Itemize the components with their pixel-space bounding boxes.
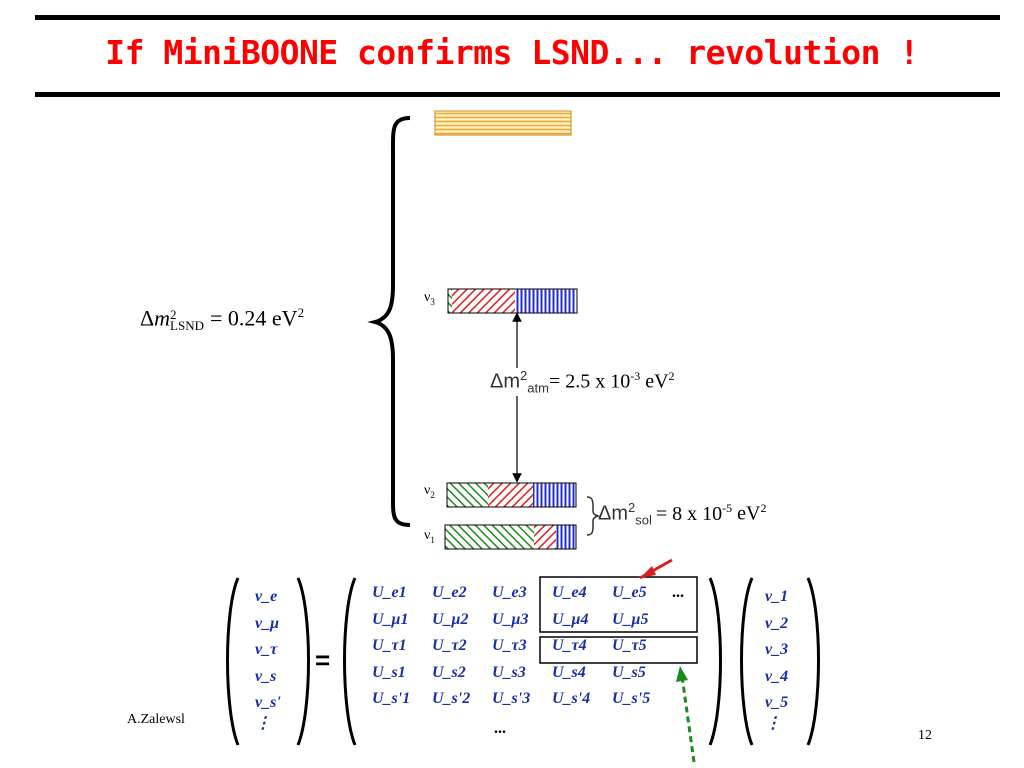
paren-matrix-right [708, 577, 722, 746]
flavor-nu-tau: ν_τ [255, 641, 278, 658]
matrix-cell: U_s5 [612, 663, 646, 681]
matrix-row: U_s'1 U_s'2 U_s'3 U_s'4 U_s'5 [372, 686, 702, 713]
matrix-cell [672, 633, 702, 660]
mass-vector: ν_1 ν_2 ν_3 ν_4 ν_5 ⋮ [765, 584, 788, 731]
matrix-cell: U_s1 [372, 663, 406, 681]
matrix-cell: U_s'4 [552, 690, 591, 708]
matrix-cell: U_μ3 [492, 610, 529, 628]
nu3-label: ν3 [424, 290, 435, 307]
matrix-cell: U_s4 [552, 663, 586, 681]
matrix-cell: U_s3 [492, 663, 526, 681]
flavor-nu-e: ν_e [255, 588, 278, 605]
matrix-cell: U_τ2 [432, 637, 467, 655]
matrix-cell [672, 686, 702, 713]
flavor-ellipsis: ⋮ [255, 714, 271, 732]
matrix-cell: U_e2 [432, 584, 467, 602]
matrix-cell: U_e1 [372, 584, 407, 602]
nu2-label: ν2 [424, 483, 435, 500]
paren-flavor-left [226, 577, 240, 746]
matrix-cell: U_μ2 [432, 610, 469, 628]
mass-nu-5: ν_5 [765, 694, 789, 711]
paren-mass-left [740, 577, 754, 746]
matrix-cell: U_τ5 [612, 637, 647, 655]
matrix-cell: U_s'5 [612, 690, 651, 708]
paren-mass-right [806, 577, 820, 746]
flavor-nu-s: ν_s [255, 667, 277, 685]
title-underline [35, 92, 1000, 97]
paren-matrix-left [343, 577, 357, 746]
paren-flavor-right [296, 577, 310, 746]
matrix-cell: U_τ4 [552, 637, 587, 655]
green-dashed-arrow [680, 675, 696, 763]
nu1-tau-segment [556, 525, 576, 549]
mass-nu-4: ν_4 [765, 667, 789, 685]
sterile-level-bar [434, 110, 572, 136]
nu1-e-segment [445, 525, 534, 549]
matrix-cell: U_μ5 [612, 610, 649, 628]
nu3-level [447, 288, 578, 314]
matrix-cell: U_e3 [492, 584, 527, 602]
mass-nu-1: ν_1 [765, 588, 789, 605]
matrix-row: U_μ1 U_μ2 U_μ3 U_μ4 U_μ5 [372, 607, 702, 634]
matrix-cell: U_e5 [612, 584, 647, 602]
matrix-cell: U_s2 [432, 663, 466, 681]
atm-equation: Δm2atm= 2.5 x 10-3 eV2 [490, 368, 675, 396]
top-rule [35, 15, 1000, 20]
left-curly-brace [367, 116, 411, 527]
page-number: 12 [918, 728, 932, 743]
matrix-cell: U_e4 [552, 584, 587, 602]
matrix-cell: U_s'2 [432, 690, 471, 708]
matrix-row: U_τ1 U_τ2 U_τ3 U_τ4 U_τ5 [372, 633, 702, 660]
nu2-tau-segment [533, 483, 576, 507]
nu2-mu-segment [488, 483, 533, 507]
nu1-level [444, 524, 577, 550]
flavor-nu-mu: ν_μ [255, 614, 279, 632]
slide-title: If MiniBOONE confirms LSND... revolution… [105, 33, 919, 72]
solar-brace [586, 496, 601, 536]
matrix-cell: ... [672, 584, 684, 602]
sol-equation: Δm2sol= 8 x 10-5 eV2 [598, 500, 767, 528]
nu3-mu-segment [452, 289, 515, 313]
mass-nu-3: ν_3 [765, 641, 789, 658]
matrix-cell [672, 660, 702, 687]
nu2-e-segment [447, 483, 488, 507]
nu1-mu-segment [534, 525, 556, 549]
matrix-cell: U_s'1 [372, 690, 411, 708]
mass-nu-2: ν_2 [765, 614, 789, 632]
mass-ellipsis: ⋮ [765, 714, 781, 732]
matrix-cell: U_τ1 [372, 637, 407, 655]
nu3-e-segment [448, 289, 452, 313]
author-footer: A.Zalewsl [127, 712, 189, 728]
tau-sterile-box [539, 636, 698, 664]
flavor-vector: ν_e ν_μ ν_τ ν_s ν_s' ⋮ [255, 584, 281, 731]
matrix-cell: U_τ3 [492, 637, 527, 655]
nu1-label: ν1 [424, 528, 435, 545]
nu3-tau-segment [515, 289, 577, 313]
flavor-nu-s-prime: ν_s' [255, 694, 281, 711]
matrix-bottom-dots: ... [494, 720, 506, 737]
nu2-level [446, 482, 577, 508]
matrix-cell: U_μ1 [372, 610, 409, 628]
matrix-cell: U_s'3 [492, 690, 531, 708]
sterile-mixing-box [539, 576, 698, 633]
matrix-cell [672, 607, 702, 634]
equals-sign: = [315, 645, 331, 675]
matrix-row: U_s1 U_s2 U_s3 U_s4 U_s5 [372, 660, 702, 687]
matrix-cell: U_μ4 [552, 610, 589, 628]
matrix-row: U_e1 U_e2 U_e3 U_e4 U_e5... [372, 580, 702, 607]
